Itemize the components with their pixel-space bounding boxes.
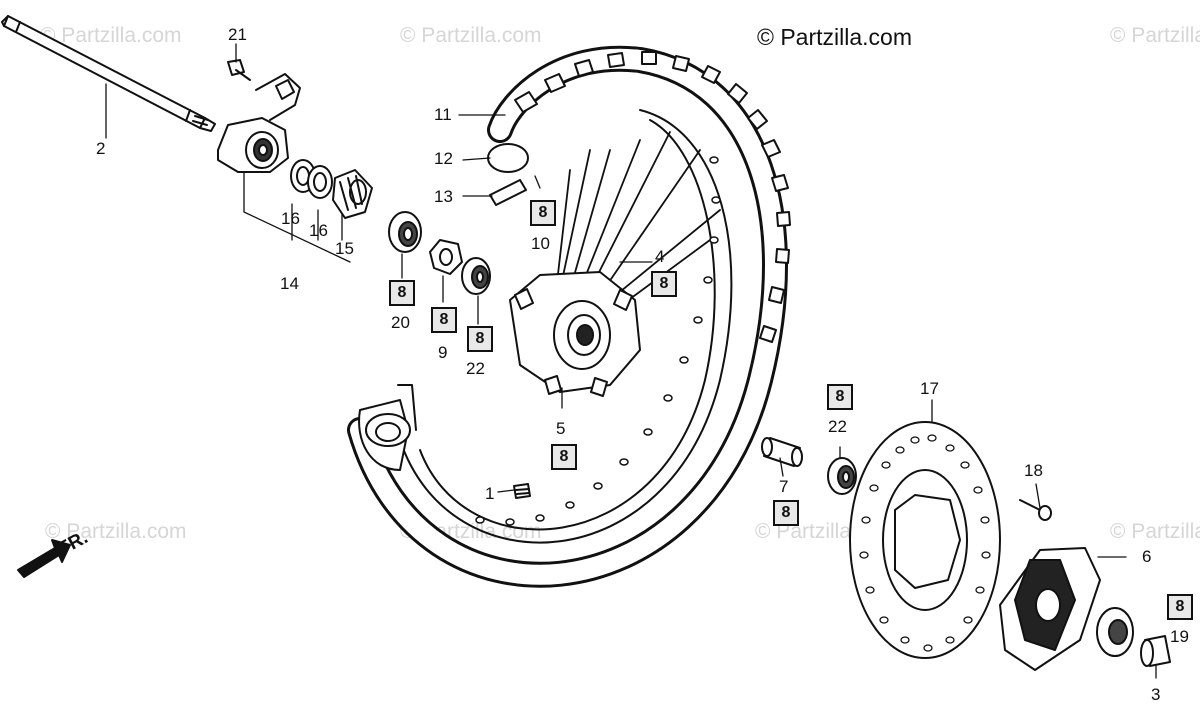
side-collar-part bbox=[1140, 635, 1171, 667]
front-hub-part bbox=[509, 271, 641, 397]
reference-box-8: 8 bbox=[431, 307, 457, 333]
callout-13: 13 bbox=[434, 187, 453, 206]
disc-cover-part bbox=[999, 547, 1101, 671]
thrust-washer-part bbox=[290, 159, 333, 199]
callout-3: 3 bbox=[1151, 685, 1161, 704]
disc-bolt-part bbox=[1019, 499, 1052, 521]
callout-14: 14 bbox=[280, 274, 299, 293]
bearing-part-22 bbox=[461, 257, 491, 295]
front-direction-arrow bbox=[17, 539, 71, 578]
retainer-part bbox=[429, 239, 463, 275]
callout-21: 21 bbox=[228, 25, 247, 44]
callout-9: 9 bbox=[438, 343, 448, 362]
watermark: © Partzilla.com bbox=[1110, 520, 1200, 543]
copyright-notice: © Partzilla.com bbox=[757, 24, 912, 50]
reference-box-8: 8 bbox=[827, 384, 853, 410]
callout-20: 20 bbox=[391, 313, 410, 332]
callout-1: 1 bbox=[485, 484, 495, 503]
callout-16: 16 bbox=[281, 209, 300, 228]
watermark: © Partzilla.com bbox=[400, 24, 542, 47]
callout-17: 17 bbox=[920, 379, 939, 398]
tube-and-rim-band bbox=[487, 143, 529, 206]
reference-box-8: 8 bbox=[651, 271, 677, 297]
callout-16: 16 bbox=[309, 221, 328, 240]
reference-box-8: 8 bbox=[551, 444, 577, 470]
callout-22: 22 bbox=[828, 417, 847, 436]
reference-box-8: 8 bbox=[467, 326, 493, 352]
reference-box-8: 8 bbox=[773, 500, 799, 526]
callout-4: 4 bbox=[655, 247, 665, 266]
callout-22: 22 bbox=[466, 359, 485, 378]
nipple-part bbox=[513, 483, 531, 499]
bearing-part-20 bbox=[388, 211, 422, 253]
callout-18: 18 bbox=[1024, 461, 1043, 480]
callout-6: 6 bbox=[1142, 547, 1152, 566]
reference-box-8: 8 bbox=[1167, 594, 1193, 620]
callout-11: 11 bbox=[434, 105, 452, 124]
watermark: © Partzilla.com bbox=[45, 520, 187, 543]
brake-disc-part bbox=[849, 421, 1001, 659]
speedometer-gearbox-part bbox=[217, 59, 301, 173]
bearing-part-22-right bbox=[827, 457, 857, 495]
callout-5: 5 bbox=[556, 419, 566, 438]
callout-7: 7 bbox=[779, 477, 789, 496]
reference-box-8: 8 bbox=[530, 200, 556, 226]
callout-10: 10 bbox=[531, 234, 550, 253]
leader-lines bbox=[105, 43, 1157, 679]
callout-2: 2 bbox=[96, 139, 106, 158]
axle-part bbox=[1, 15, 216, 132]
callout-15: 15 bbox=[335, 239, 354, 258]
callout-19: 19 bbox=[1170, 627, 1189, 646]
callout-12: 12 bbox=[434, 149, 453, 168]
wheel-assembly bbox=[347, 45, 791, 588]
dust-seal-part bbox=[1096, 607, 1134, 657]
speedometer-gear-part bbox=[332, 169, 373, 219]
collar-part bbox=[761, 437, 803, 467]
reference-box-8: 8 bbox=[389, 280, 415, 306]
watermark: © Partzilla.com bbox=[1110, 24, 1200, 47]
watermark: © Partzilla.com bbox=[40, 24, 182, 47]
